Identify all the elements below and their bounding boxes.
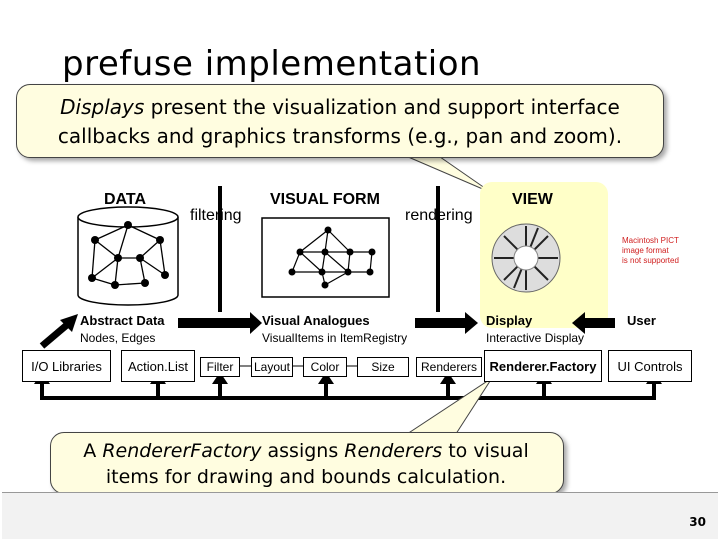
- unsupported-image-line-1: Macintosh PICT: [622, 236, 679, 245]
- arrow-io-to-data: [39, 314, 78, 349]
- nodes-edges-label: Nodes, Edges: [80, 331, 156, 345]
- slide-title: prefuse implementation: [62, 44, 482, 84]
- callout-displays: [16, 84, 664, 158]
- visual-form-header: VISUAL FORM: [270, 191, 380, 208]
- arrow-data-to-visual: [178, 312, 262, 334]
- rendering-label: rendering: [405, 207, 473, 224]
- page-number: 30: [689, 515, 706, 529]
- abstract-data-label: Abstract Data: [80, 313, 165, 328]
- callout-rf-emph1: RendererFactory: [102, 440, 262, 462]
- action-list-box: Action.List: [121, 350, 195, 382]
- unsupported-image-line-3: is not supported: [622, 256, 679, 265]
- radial-view-image-icon: [491, 223, 561, 293]
- io-libraries-box: I/O Libraries: [22, 350, 111, 382]
- callout-displays-text: Displays present the visualization and s…: [30, 93, 650, 151]
- callout-rf-post: to visual items for drawing and bounds c…: [105, 440, 529, 488]
- callout-rf-emph2: Renderers: [344, 440, 443, 462]
- callout-renderer-factory: [50, 432, 564, 494]
- display-label: Display: [486, 313, 533, 328]
- unsupported-image-line-2: image format: [622, 246, 669, 255]
- user-label: User: [627, 313, 656, 328]
- arrow-user-to-display: [572, 312, 615, 334]
- unsupported-image-placeholder: Macintosh PICT image format is not suppo…: [622, 236, 679, 266]
- arrow-visual-to-display: [415, 312, 478, 334]
- slide-footer: [2, 492, 718, 539]
- layout-box: Layout: [251, 357, 293, 377]
- renderers-box: Renderers: [416, 357, 482, 377]
- interactive-display-label: Interactive Display: [486, 331, 585, 345]
- visual-form-graph-icon: [261, 217, 390, 298]
- data-cylinder-icon: [77, 206, 179, 306]
- size-box: Size: [357, 357, 409, 377]
- callout-rf-pre: A: [83, 440, 103, 462]
- callout-rf-mid: assigns: [261, 440, 345, 462]
- visual-analogues-label: Visual Analogues: [262, 313, 370, 328]
- color-box: Color: [303, 357, 347, 377]
- callout-displays-rest: present the visualization and support in…: [57, 95, 623, 148]
- callout-renderer-factory-text: A RendererFactory assigns Renderers to v…: [56, 438, 556, 490]
- visual-items-label: VisualItems in ItemRegistry: [262, 331, 408, 345]
- callout-displays-emph: Displays: [60, 95, 145, 119]
- filter-box: Filter: [200, 357, 240, 377]
- filtering-label: filtering: [190, 207, 242, 224]
- data-header: DATA: [104, 191, 147, 208]
- view-header: VIEW: [512, 191, 553, 208]
- renderer-factory-box: Renderer.Factory: [484, 350, 602, 382]
- ui-controls-box: UI Controls: [608, 350, 692, 382]
